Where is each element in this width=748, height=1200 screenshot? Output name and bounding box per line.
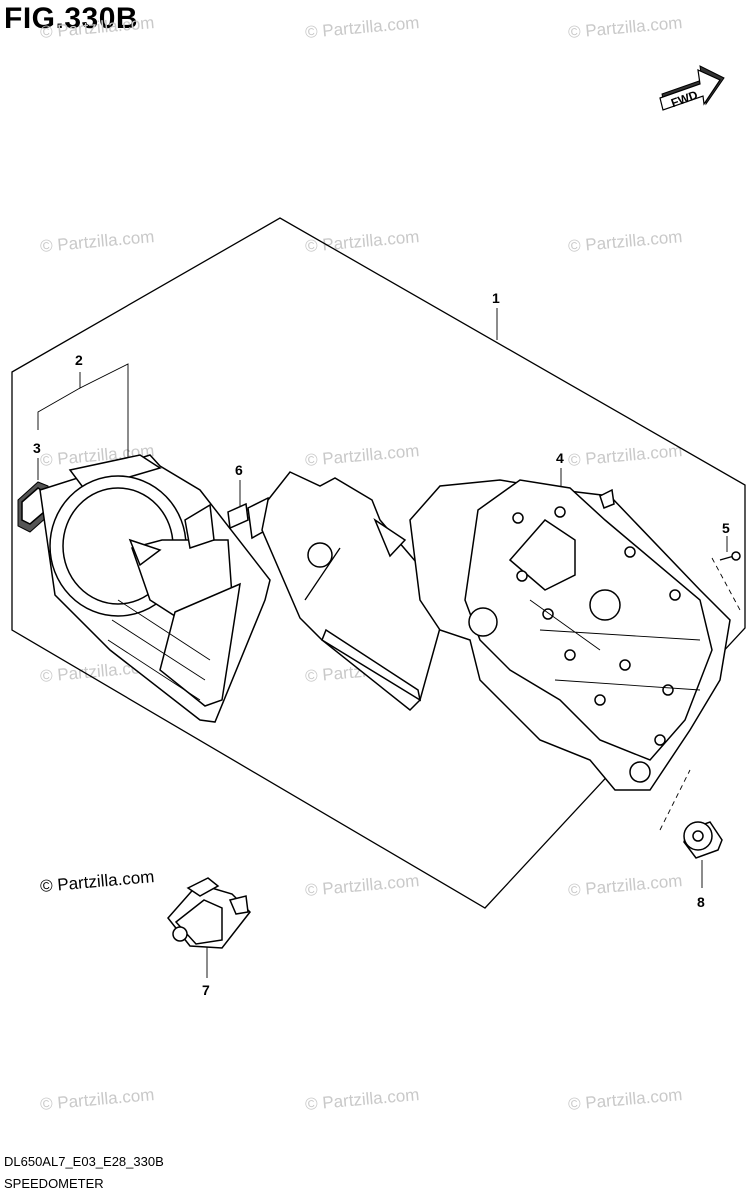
leader-dash-5	[711, 557, 741, 611]
callout-7: 7	[202, 982, 210, 998]
leader-2b	[37, 387, 81, 430]
figure-title: FIG.330B	[4, 2, 139, 35]
callout-6: 6	[235, 462, 243, 478]
leader-2	[79, 363, 129, 458]
callout-5: 5	[722, 520, 730, 536]
diagram-name: SPEEDOMETER	[4, 1176, 104, 1191]
part-7-connector	[167, 877, 251, 949]
leader-dash-8	[659, 769, 691, 831]
fwd-arrow: FWD	[659, 65, 725, 111]
part-5-screw	[719, 551, 741, 561]
diagram-code: DL650AL7_E03_E28_330B	[4, 1154, 164, 1169]
part-6-clip	[227, 496, 271, 540]
callout-8: 8	[697, 894, 705, 910]
meter-faceplate	[261, 471, 446, 712]
assembly-boundary	[11, 217, 746, 909]
callout-3: 3	[33, 440, 41, 456]
part-8-grommet	[683, 821, 723, 859]
part-4-meter-case	[409, 479, 731, 791]
callout-1: 1	[492, 290, 500, 306]
callout-4: 4	[556, 450, 564, 466]
callout-2: 2	[75, 352, 83, 368]
part-2-meter-cover	[39, 454, 271, 723]
